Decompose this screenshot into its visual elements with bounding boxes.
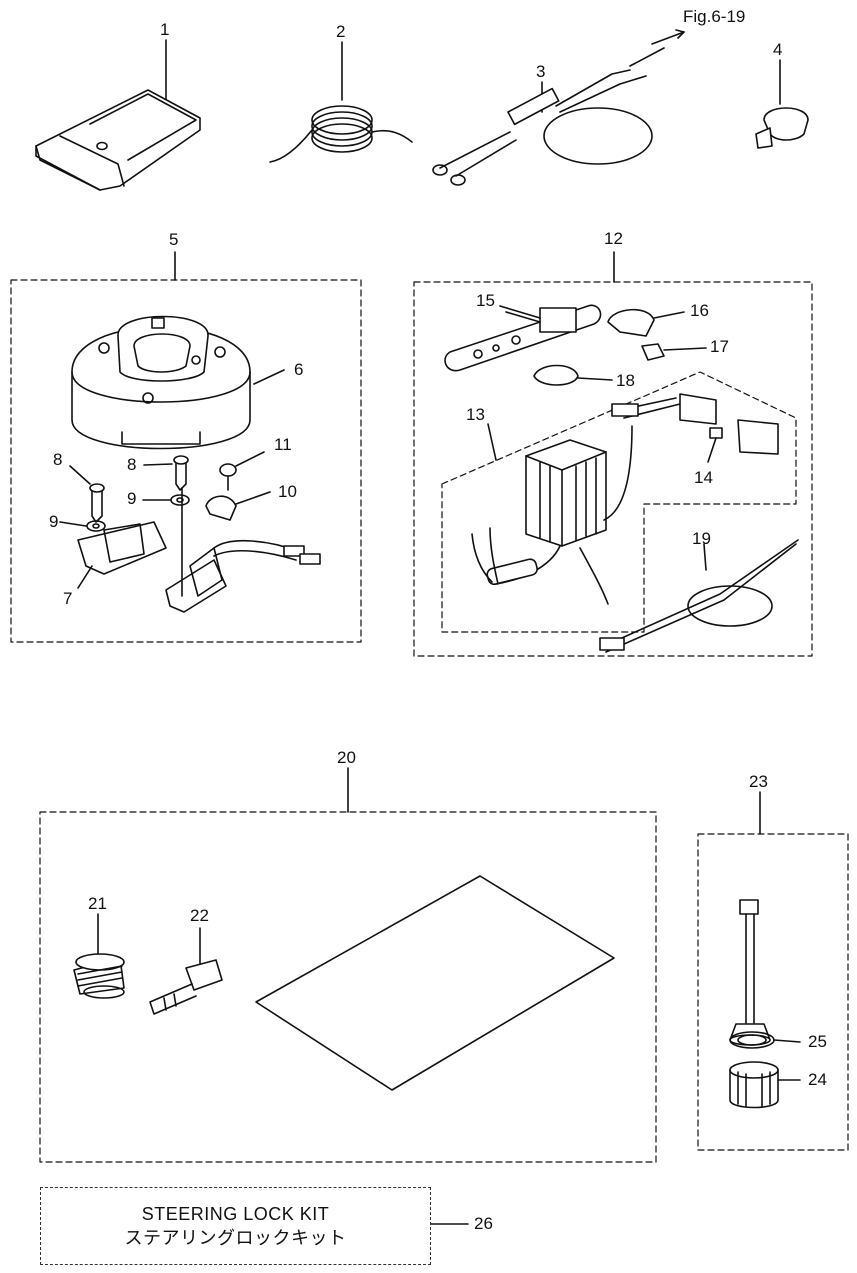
callout-2: 2 — [336, 22, 346, 41]
kit-title-english: STEERING LOCK KIT — [141, 1204, 330, 1224]
callout-9b: 9 — [49, 512, 59, 531]
callout-16: 16 — [690, 301, 709, 320]
callout-5: 5 — [169, 230, 179, 249]
callout-7: 7 — [63, 589, 73, 608]
callout-15: 15 — [476, 291, 495, 310]
callout-25: 25 — [808, 1032, 827, 1051]
part-9-washer-left — [86, 520, 106, 532]
part-4-plug — [755, 59, 809, 149]
part-10-clamp — [205, 491, 271, 521]
part-14-connector — [679, 393, 779, 463]
callout-3: 3 — [536, 62, 546, 81]
part-7-coil-left — [77, 521, 167, 589]
part-2-coiled-wire — [269, 41, 413, 163]
part-9-washer-mid — [170, 494, 190, 506]
part-3-wire-harness — [432, 29, 685, 186]
callout-1: 1 — [160, 20, 170, 39]
part-11-bolt — [219, 451, 265, 491]
callout-23: 23 — [749, 772, 768, 791]
callout-8b: 8 — [127, 455, 137, 474]
callout-10: 10 — [278, 482, 297, 501]
part-16-clamp — [607, 308, 685, 337]
part-8-screw-left — [89, 483, 105, 523]
callout-4: 4 — [773, 40, 783, 59]
callout-6: 6 — [294, 360, 304, 379]
part-24-cap — [729, 1061, 801, 1109]
callout-26: 26 — [474, 1214, 493, 1233]
part-17-bolt — [641, 343, 707, 361]
callout-14: 14 — [694, 468, 713, 487]
callout-18: 18 — [616, 371, 635, 390]
part-15-bracket — [444, 304, 602, 372]
part-25-o-ring — [729, 1031, 801, 1049]
callout-13: 13 — [466, 405, 485, 424]
kit-title-japanese: ステアリングロックキット — [124, 1228, 347, 1248]
part-13-rectifier — [471, 397, 681, 605]
callout-12: 12 — [604, 229, 623, 248]
part-1-tool-pouch — [35, 39, 201, 191]
part-22-valve — [149, 927, 223, 1015]
part-21-plug — [73, 913, 125, 999]
callout-11: 11 — [274, 435, 292, 454]
part-23-stem — [729, 899, 771, 1046]
part-8-screw-mid — [173, 455, 189, 491]
callout-17: 17 — [710, 337, 729, 356]
callout-9a: 9 — [127, 489, 137, 508]
callout-19: 19 — [692, 529, 711, 548]
steering-lock-kit-box: STEERING LOCK KIT ステアリングロックキット — [40, 1187, 431, 1265]
callout-21: 21 — [88, 894, 107, 913]
callout-8a: 8 — [53, 450, 63, 469]
part-19-wire — [599, 539, 799, 653]
figure-reference[interactable]: Fig.6-19 — [683, 7, 746, 26]
part-20-gasket-sheet — [255, 875, 615, 1091]
part-7-coil-right — [165, 469, 321, 613]
callout-22: 22 — [190, 906, 209, 925]
callout-20: 20 — [337, 748, 356, 767]
callout-24: 24 — [808, 1070, 827, 1089]
part-18-clip — [533, 364, 613, 386]
part-6-flywheel — [71, 315, 285, 450]
